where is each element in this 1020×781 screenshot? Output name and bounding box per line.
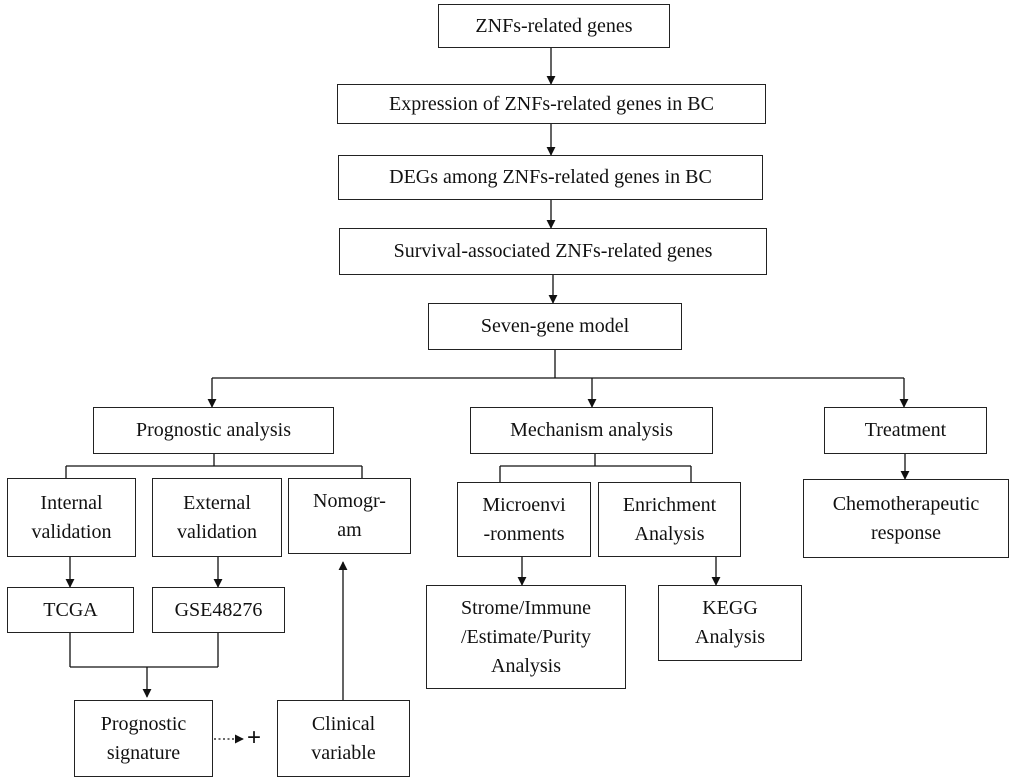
node-tcga: TCGA — [7, 587, 134, 633]
node-text-line: Enrichment — [622, 493, 717, 516]
node-text-line: Analysis — [634, 522, 705, 545]
node-external-validation: External validation — [152, 478, 282, 557]
node-text-line: variable — [311, 741, 376, 764]
node-text-line: Analysis — [491, 654, 561, 677]
node-text-line: External — [183, 491, 251, 514]
plus-symbol: + — [247, 724, 262, 751]
node-text-line: Internal — [40, 491, 103, 514]
node-text-line: GSE48276 — [174, 598, 263, 621]
node-text-line: -ronments — [483, 522, 565, 545]
node-text-line: response — [871, 521, 941, 544]
node-survival: Survival-associated ZNFs-related genes — [339, 228, 767, 275]
node-text-line: Survival-associated ZNFs-related genes — [393, 240, 713, 262]
node-text-line: ZNFs-related genes — [475, 14, 633, 37]
node-text-line: Microenvi — [482, 493, 566, 516]
node-text-line: Prognostic analysis — [136, 419, 291, 441]
node-text-line: Strome/Immune — [461, 596, 591, 619]
node-text-line: Chemotherapeutic — [832, 492, 980, 515]
node-text-line: Seven-gene model — [480, 315, 630, 337]
node-gse48276: GSE48276 — [152, 587, 285, 633]
node-text-line: Analysis — [695, 626, 765, 648]
node-text-line: /Estimate/Purity — [461, 625, 591, 648]
node-prognostic-signature: Prognostic signature — [74, 700, 213, 777]
node-degs: DEGs among ZNFs-related genes in BC — [338, 155, 763, 200]
node-text-line: Clinical — [311, 712, 376, 735]
node-treatment: Treatment — [824, 407, 987, 454]
node-text-line: Mechanism analysis — [510, 419, 673, 441]
node-chemotherapeutic-response: Chemotherapeutic response — [803, 479, 1009, 558]
node-text-line: TCGA — [43, 598, 98, 621]
node-text-line: am — [337, 519, 362, 541]
node-text-line: signature — [106, 741, 181, 764]
node-mechanism-analysis: Mechanism analysis — [470, 407, 713, 454]
node-text-line: DEGs among ZNFs-related genes in BC — [389, 166, 712, 188]
node-expression: Expression of ZNFs-related genes in BC — [337, 84, 766, 124]
node-microenvironments: Microenvi -ronments — [457, 482, 591, 557]
node-prognostic-analysis: Prognostic analysis — [93, 407, 334, 454]
node-text-line: Treatment — [864, 419, 947, 441]
node-clinical-variable: Clinical variable — [277, 700, 410, 777]
node-seven-gene-model: Seven-gene model — [428, 303, 682, 350]
node-text-line: validation — [31, 520, 112, 543]
node-znfs-related-genes: ZNFs-related genes — [438, 4, 670, 48]
node-text-line: Prognostic — [100, 712, 187, 735]
node-nomogram: Nomogr-am — [288, 478, 411, 554]
node-kegg-analysis: KEGG Analysis — [658, 585, 802, 661]
node-internal-validation: Internal validation — [7, 478, 136, 557]
node-text-line: validation — [177, 520, 257, 543]
node-text-line: KEGG — [702, 597, 758, 619]
node-text-line: Expression of ZNFs-related genes in BC — [389, 92, 714, 115]
node-text-line: Nomogr- — [313, 490, 386, 512]
